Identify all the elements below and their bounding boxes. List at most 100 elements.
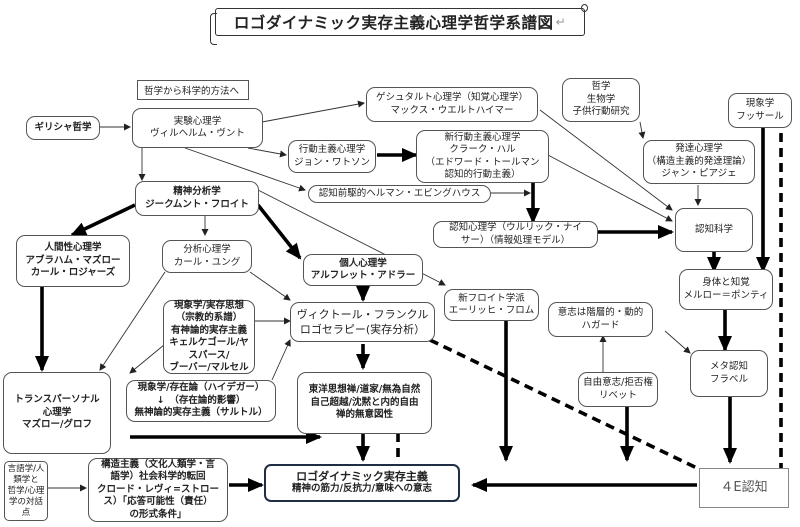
node-cognitive-psychology: 認知心理学（ウルリック・ナイ サー）（情報処理モデル） — [433, 221, 598, 248]
node-line: 哲学 — [591, 81, 611, 93]
link-gestalt-cogsci — [539, 109, 673, 211]
node-eastern-thought: 東洋思想禅/道家/無為自然 自己超越/沈黙と内的自由 禅的無意図性 — [297, 372, 432, 434]
link-bio-piaget — [638, 121, 646, 139]
node-line: （構造主義的発達理論） — [646, 155, 752, 167]
node-line: 言語学/人 — [7, 463, 45, 474]
node-philosophy-biology: 哲学 生物学 子供行動研究 — [562, 78, 640, 122]
node-humanistic-psychology: 人間性心理学 アブラハム・マズロー カール・ロジャーズ — [16, 235, 130, 287]
node-line: ギリシャ哲学 — [34, 121, 92, 133]
node-neo-behaviorism: 新行動主義心理学 クラーク・ハル （エドワード・トールマン 認知的行動主義） — [416, 130, 549, 183]
node-line: 無神論的実存主義（サルトル） — [134, 407, 268, 419]
node-line: 人間性心理学 — [44, 242, 102, 254]
node-line: （エドワード・トールマン — [425, 156, 540, 168]
node-line: キェルケゴール/ヤ — [169, 337, 249, 348]
node-line: 自由意志/拒否権 — [583, 377, 653, 388]
node-line: 現象学 — [745, 98, 775, 109]
node-line: 学の対話 — [8, 496, 43, 507]
node-line: クロード・レヴィ=ストロー — [97, 483, 219, 495]
node-developmental-psychology: 発達心理学 （構造主義的発達理論） ジャン・ピアジェ — [643, 140, 755, 184]
node-line: メルロー＝ポンティ — [683, 289, 769, 301]
node-line: （宗教的系譜） — [175, 312, 243, 323]
link-freud-humanistic — [70, 203, 136, 237]
node-line: サー）（情報処理モデル） — [460, 234, 571, 246]
node-structuralism: 構造主義（文化人類学・言 語学）社会科学的転回 クロード・レヴィ=ストロー ス）… — [88, 458, 228, 522]
link-heidegger-frankl — [271, 339, 291, 381]
node-line: ロゴセラピー(実存分析） — [299, 323, 426, 336]
node-line: 精神分析学 — [173, 186, 221, 197]
node-individual-psychology: 個人心理学 アルフレット・アドラー — [303, 254, 423, 286]
node-line: ハガード — [581, 319, 620, 331]
node-line: 認知的行動主義） — [444, 169, 521, 180]
node-line: ゲシュタルト心理学（知覚心理学） — [375, 92, 528, 103]
node-line: マズロー/グロフ — [22, 419, 92, 431]
node-line: スパース/ — [188, 349, 230, 361]
node-line: ↓ （存在論的影響） — [156, 394, 246, 406]
node-line: 分析心理学 — [183, 244, 231, 255]
node-line: ジャン・ピアジェ — [661, 168, 737, 180]
node-line: 個人心理学 — [339, 257, 387, 269]
link-wundt-gestalt — [261, 100, 365, 123]
node-line: アブラハム・マズロー — [25, 254, 121, 266]
node-line: 類学と — [13, 474, 39, 485]
node-line: ヴィクトール・フランクル — [296, 308, 429, 321]
node-line: マックス・ウエルトハイマー — [390, 104, 514, 116]
node-line: 新行動主義心理学 — [444, 131, 521, 143]
node-line: ス）「応答可能性（責任） — [103, 496, 213, 508]
node-line: 禅的無意図性 — [335, 409, 393, 421]
node-line: 実験心理学 — [173, 115, 222, 127]
node-line: 身体と知覚 — [702, 277, 750, 288]
node-linguistics-dialogue: 言語学/人 類学と 哲学/心理 学の対話 点 — [4, 461, 48, 521]
node-line: ジョン・ワトソン — [293, 156, 370, 168]
node-line: 意志は階層的・動的 — [557, 307, 644, 318]
node-line: フッサール — [736, 110, 784, 122]
node-logodynamic-existentialism: ロゴダイナミック実存主義 精神の筋力/反抗力/意味への意志 — [264, 464, 460, 502]
link-haggard-meta — [664, 330, 691, 354]
node-line: ヴィルヘルム・ヴント — [150, 128, 245, 139]
link-jung-frankl — [249, 271, 291, 301]
node-phenomenology-husserl: 現象学 フッサール — [728, 93, 792, 128]
node-line: トランスパーソナル — [14, 394, 100, 406]
node-line: 現象学/実存思想 — [174, 299, 244, 311]
node-line: 有神論的実存主義 — [170, 324, 247, 336]
node-frankl-logotherapy: ヴィクトール・フランクル ロゴセラピー(実存分析） — [290, 302, 435, 342]
node-psychoanalysis: 精神分析学 ジークムント・フロイト — [135, 181, 259, 216]
link-neobehav-cogsci — [547, 154, 673, 222]
node-behaviorism: 行動主義心理学 ジョン・ワトソン — [288, 140, 376, 173]
node-line: 生物学 — [586, 93, 616, 105]
node-4e-cognition: ４E認知 — [699, 468, 789, 508]
node-line: リベット — [598, 389, 637, 401]
node-line: 構造主義（文化人類学・言 — [100, 458, 215, 470]
node-line: 現象学/存在論（ハイデガー） — [137, 382, 265, 394]
node-line: 精神の筋力/反抗力/意味への意志 — [292, 483, 432, 494]
node-line: エーリッヒ・フロム — [448, 305, 535, 316]
node-experimental-psychology: 実験心理学 ヴィルヘルム・ヴント — [132, 108, 263, 148]
node-line: ジークムント・フロイト — [145, 198, 249, 210]
node-line: 発達心理学 — [675, 143, 723, 155]
node-heidegger-sartre: 現象学/存在論（ハイデガー） ↓ （存在論的影響） 無神論的実存主義（サルトル） — [126, 380, 276, 422]
node-line: メタ認知 — [709, 361, 748, 372]
node-cognitive-science: 認知科学 — [675, 208, 753, 252]
node-neo-freudian: 新フロイト学派 エーリッヒ・フロム — [444, 289, 539, 321]
node-line: の形式条件」 — [129, 508, 187, 520]
title-text: ロゴダイナミック実存主義心理学哲学系譜図 — [233, 14, 554, 32]
node-religious-existentialism: 現象学/実存思想 （宗教的系譜） 有神論的実存主義 キェルケゴール/ヤ スパース… — [163, 300, 255, 374]
node-line: アルフレット・アドラー — [310, 270, 416, 281]
node-line: ブーバー/マルセル — [169, 362, 249, 373]
node-line: カール・ロジャーズ — [30, 267, 116, 279]
node-line: 哲学/心理 — [7, 485, 45, 496]
node-line: 新フロイト学派 — [458, 292, 525, 304]
node-line: 認知科学 — [694, 223, 733, 235]
node-metacognition: メタ認知 フラベル — [690, 350, 768, 397]
node-line: 認知前駆的ヘルマン・エビングハウス — [318, 187, 481, 199]
node-free-will-libet: 自由意志/拒否権 リベット — [578, 372, 658, 407]
node-line: 点 — [21, 507, 31, 518]
diagram-title: ロゴダイナミック実存主義心理学哲学系譜図↵ — [210, 4, 588, 45]
node-line: ４E認知 — [720, 479, 768, 495]
return-mark-icon: ↵ — [555, 15, 567, 29]
node-line: フラベル — [709, 373, 748, 385]
node-line: 行動主義心理学 — [298, 144, 366, 155]
link-wundt-behaviorism — [247, 147, 287, 158]
link-freud-adler — [256, 203, 302, 260]
node-line: クラーク・ハル — [449, 144, 516, 155]
